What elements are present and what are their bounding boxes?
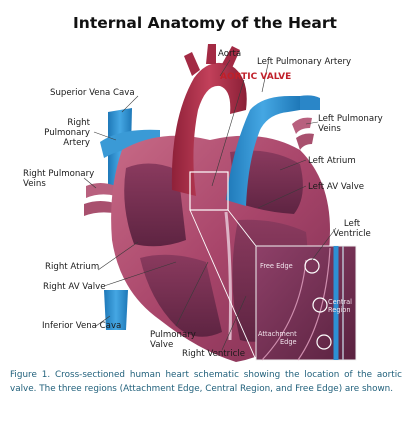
label-left-pulmonary-veins-line2: Veins <box>318 124 341 134</box>
label-aortic-valve: AORTIC VALVE <box>220 72 292 82</box>
inset-label-central-region: Central Region <box>328 298 352 314</box>
label-right-ventricle: Right Ventricle <box>182 349 245 359</box>
label-pulmonary-valve-line1: Pulmonary <box>150 330 196 340</box>
label-left-ventricle-line2: Ventricle <box>333 229 371 239</box>
inset-label-attachment-edge-line2: Edge <box>280 338 297 346</box>
label-right-av-valve: Right AV Valve <box>43 282 106 292</box>
aortic-valve-highlight-box <box>189 171 229 211</box>
aorta-arch <box>171 62 247 196</box>
label-left-atrium: Left Atrium <box>308 156 356 166</box>
attachment-edge-marker <box>316 334 332 350</box>
label-right-pulmonary-veins-line1: Right Pulmonary <box>23 169 95 179</box>
figure-caption: Figure 1. Cross-sectioned human heart sc… <box>10 370 402 394</box>
label-right-pulmonary-veins-line2: Veins <box>23 179 46 189</box>
label-right-pulmonary-veins: Right Pulmonary Veins <box>23 169 94 189</box>
inset-label-central-region-line2: Region <box>328 306 351 314</box>
figure-title: Internal Anatomy of the Heart <box>73 14 337 32</box>
label-pulmonary-valve: Pulmonary Valve <box>150 330 196 350</box>
inset-label-attachment-edge: Attachment Edge <box>258 330 297 346</box>
pulmonary-trunk <box>226 96 300 206</box>
central-region-marker <box>312 297 328 313</box>
label-aorta: Aorta <box>218 49 242 59</box>
inset-label-central-region-line1: Central <box>328 298 353 306</box>
label-right-pulmonary-artery-line3: Artery <box>63 138 90 148</box>
label-inferior-vena-cava: Inferior Vena Cava <box>42 321 122 331</box>
free-edge-marker <box>304 258 320 274</box>
label-left-ventricle: Left Ventricle <box>332 219 372 239</box>
label-left-ventricle-line1: Left <box>343 219 361 229</box>
label-left-pulmonary-veins-line1: Left Pulmonary <box>318 114 383 124</box>
interventricular-septum <box>224 211 232 341</box>
label-pulmonary-valve-line2: Valve <box>150 340 174 350</box>
right-pulmonary-veins-vessel <box>86 183 116 198</box>
leader-lines <box>83 59 337 351</box>
label-right-atrium: Right Atrium <box>45 262 100 272</box>
label-left-av-valve: Left AV Valve <box>308 182 365 192</box>
inferior-vena-cava-vessel <box>104 290 128 330</box>
label-left-pulmonary-artery: Left Pulmonary Artery <box>257 57 352 67</box>
inset-label-free-edge: Free Edge <box>260 262 293 270</box>
label-right-pulmonary-artery: Right Pulmonary Artery <box>36 118 90 148</box>
left-pulmonary-veins-vessel <box>292 117 312 134</box>
label-right-pulmonary-artery-line2: Pulmonary <box>44 128 90 138</box>
label-right-pulmonary-artery-line1: Right <box>67 118 90 128</box>
right-pulmonary-artery-vessel <box>100 129 160 158</box>
inset-label-attachment-edge-line1: Attachment <box>258 330 297 338</box>
label-superior-vena-cava: Superior Vena Cava <box>50 88 135 98</box>
label-left-pulmonary-veins: Left Pulmonary Veins <box>318 114 383 134</box>
right-atrium-chamber <box>124 163 186 247</box>
